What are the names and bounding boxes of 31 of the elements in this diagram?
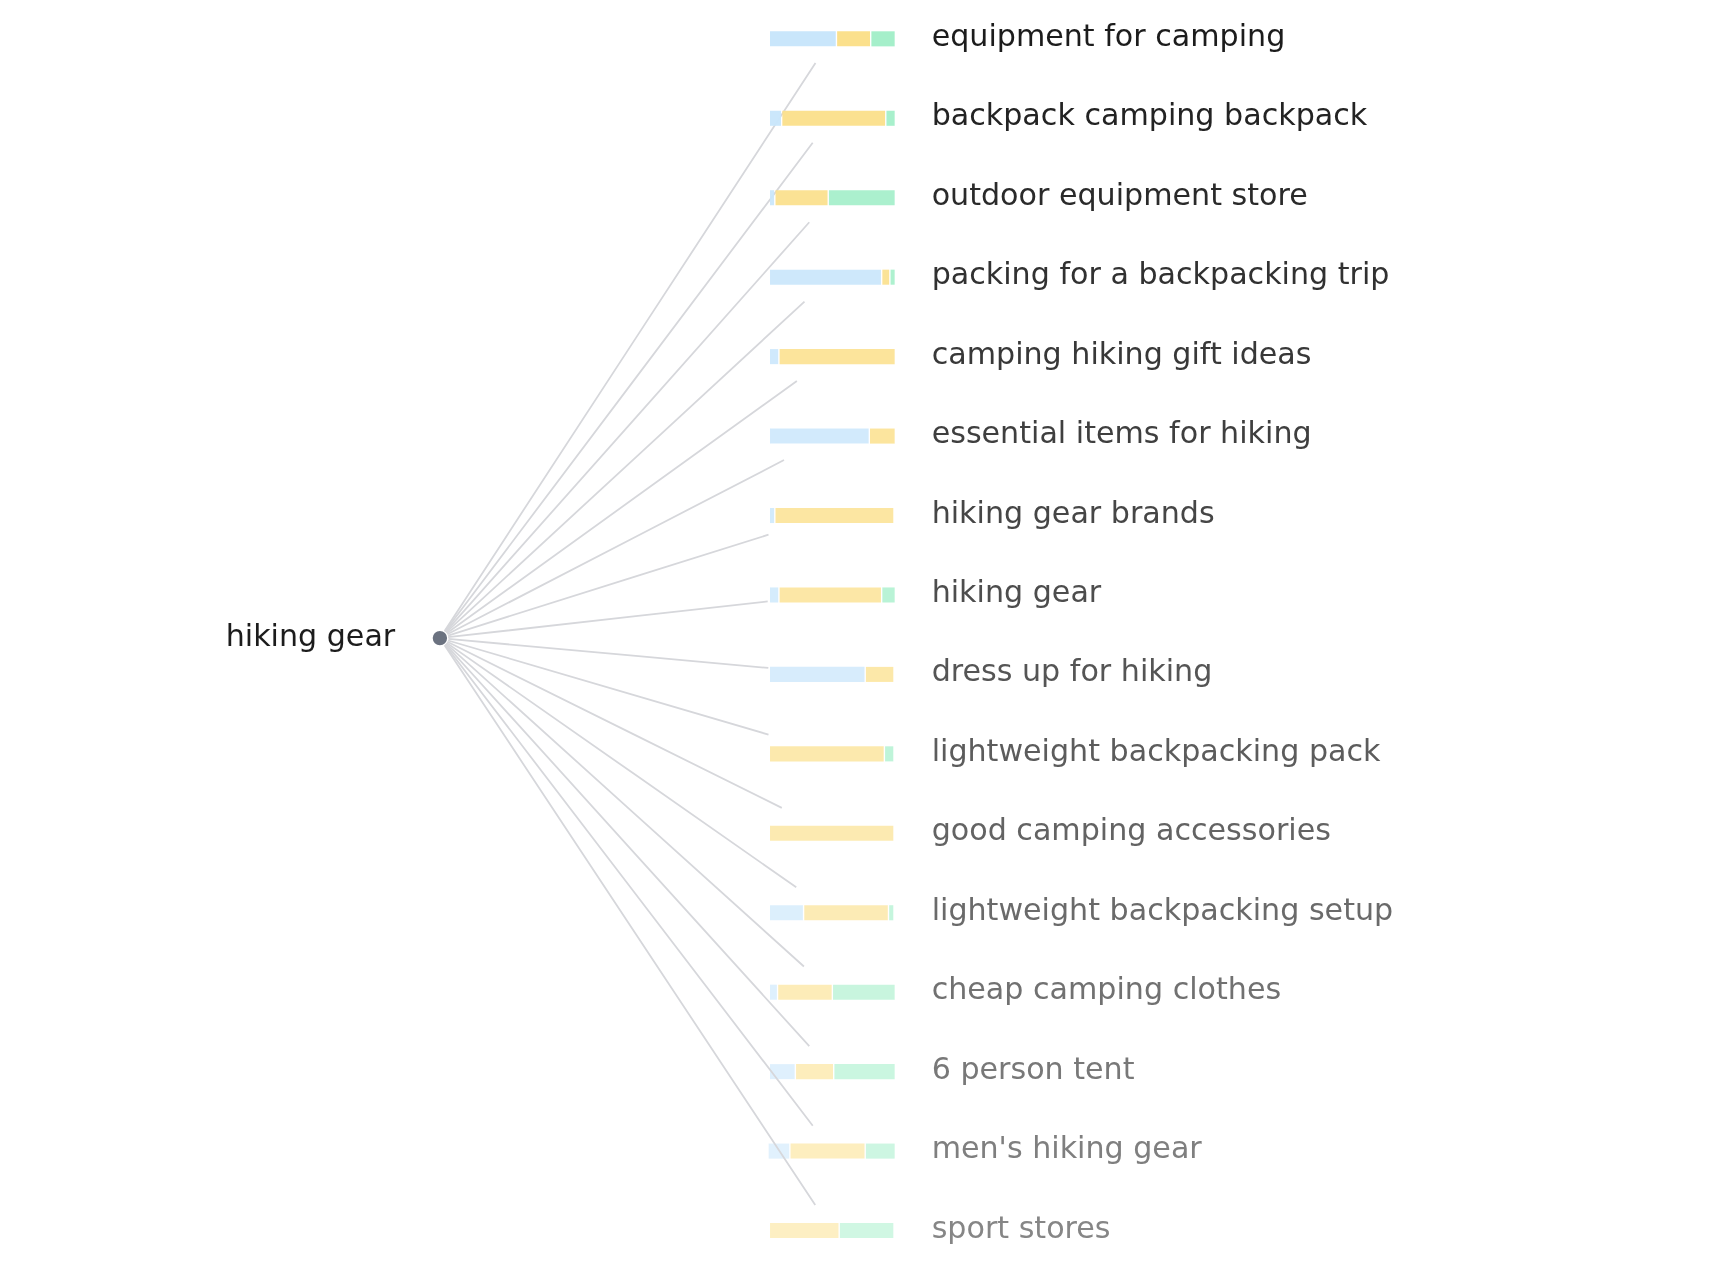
connector (445, 641, 798, 889)
connector (445, 642, 805, 968)
node-label: sport stores (931, 1209, 1111, 1245)
node-label: camping hiking gift ideas (931, 335, 1312, 371)
node-label: dress up for hiking (931, 653, 1213, 689)
node-label: hiking gear brands (931, 494, 1215, 530)
connector (447, 639, 770, 736)
node-label: packing for a backpacking trip (931, 256, 1390, 292)
node-label: lightweight backpacking pack (931, 732, 1381, 768)
connector (447, 638, 770, 669)
node-label: equipment for camping (931, 17, 1286, 53)
connector (445, 300, 806, 634)
node-circle (430, 628, 450, 648)
node-label: 6 person tent (931, 1050, 1135, 1086)
node-bar (770, 825, 894, 841)
connector (444, 221, 811, 633)
node-label: hiking gear (225, 617, 396, 653)
node-label: outdoor equipment store (931, 176, 1308, 212)
node-label: cheap camping clothes (931, 971, 1282, 1007)
node-label: essential items for hiking (931, 415, 1312, 451)
node-label: backpack camping backpack (931, 97, 1368, 133)
connector (445, 380, 798, 635)
connector (446, 459, 785, 636)
connector (447, 600, 769, 639)
connector (446, 640, 783, 809)
node-label: hiking gear (931, 573, 1102, 609)
node-label: men's hiking gear (931, 1130, 1202, 1166)
node-label: good camping accessories (931, 812, 1331, 848)
connector (444, 643, 811, 1048)
connector (447, 533, 770, 637)
node-label: lightweight backpacking setup (931, 891, 1394, 927)
